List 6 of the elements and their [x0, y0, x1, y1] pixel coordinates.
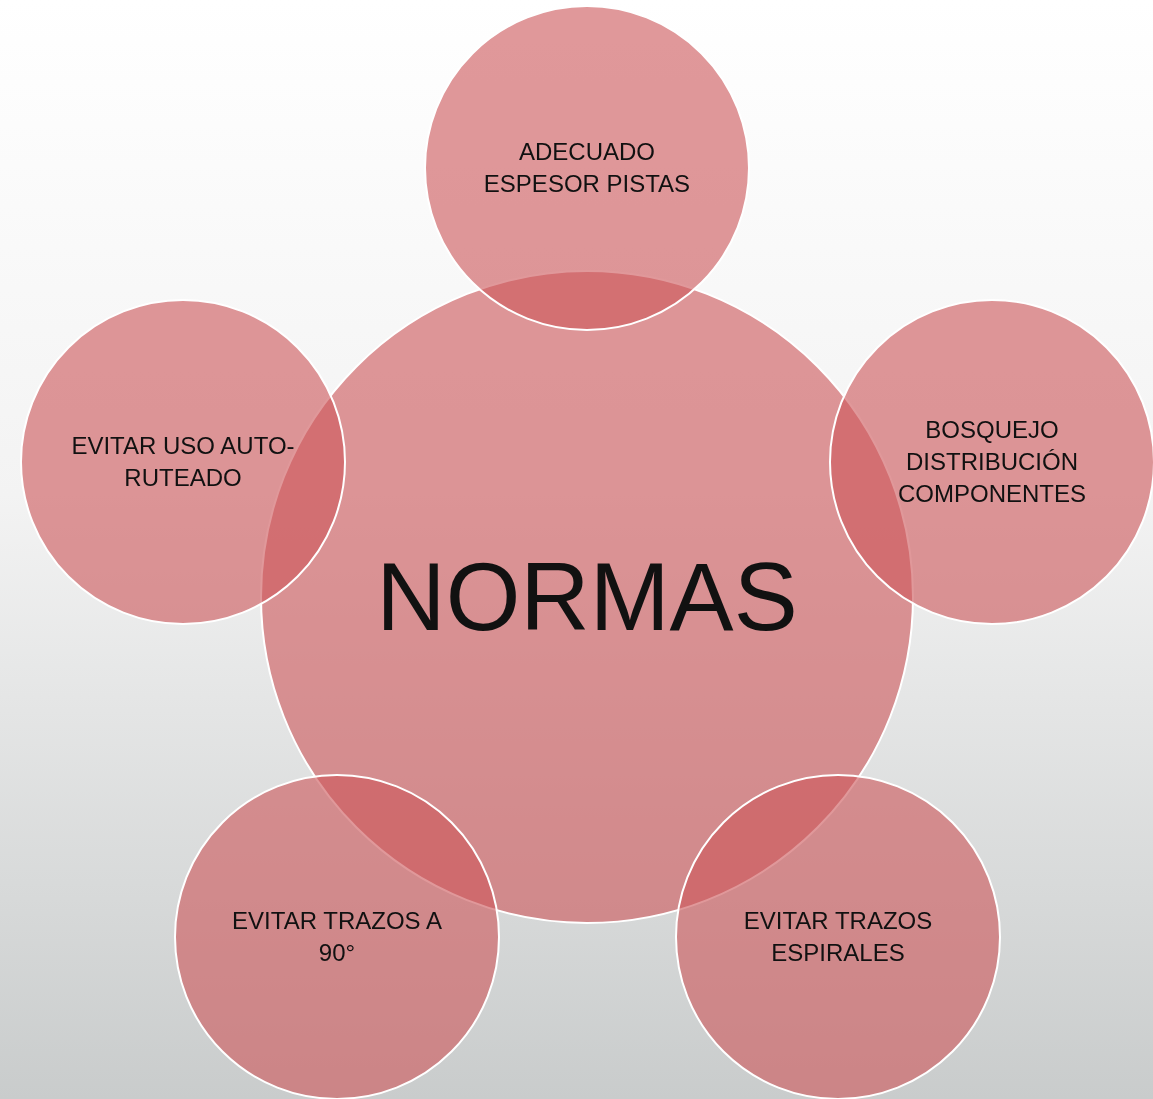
- circle-label: EVITAR USO AUTO-RUTEADO: [70, 431, 296, 493]
- center-label: NORMAS: [376, 547, 798, 647]
- circle-label: BOSQUEJO DISTRIBUCIÓN COMPONENTES: [897, 415, 1087, 509]
- circle-label: ADECUADO ESPESOR PISTAS: [482, 137, 692, 199]
- circle-label: EVITAR TRAZOS A 90°: [231, 906, 443, 968]
- circle-label: EVITAR TRAZOS ESPIRALES: [742, 906, 934, 968]
